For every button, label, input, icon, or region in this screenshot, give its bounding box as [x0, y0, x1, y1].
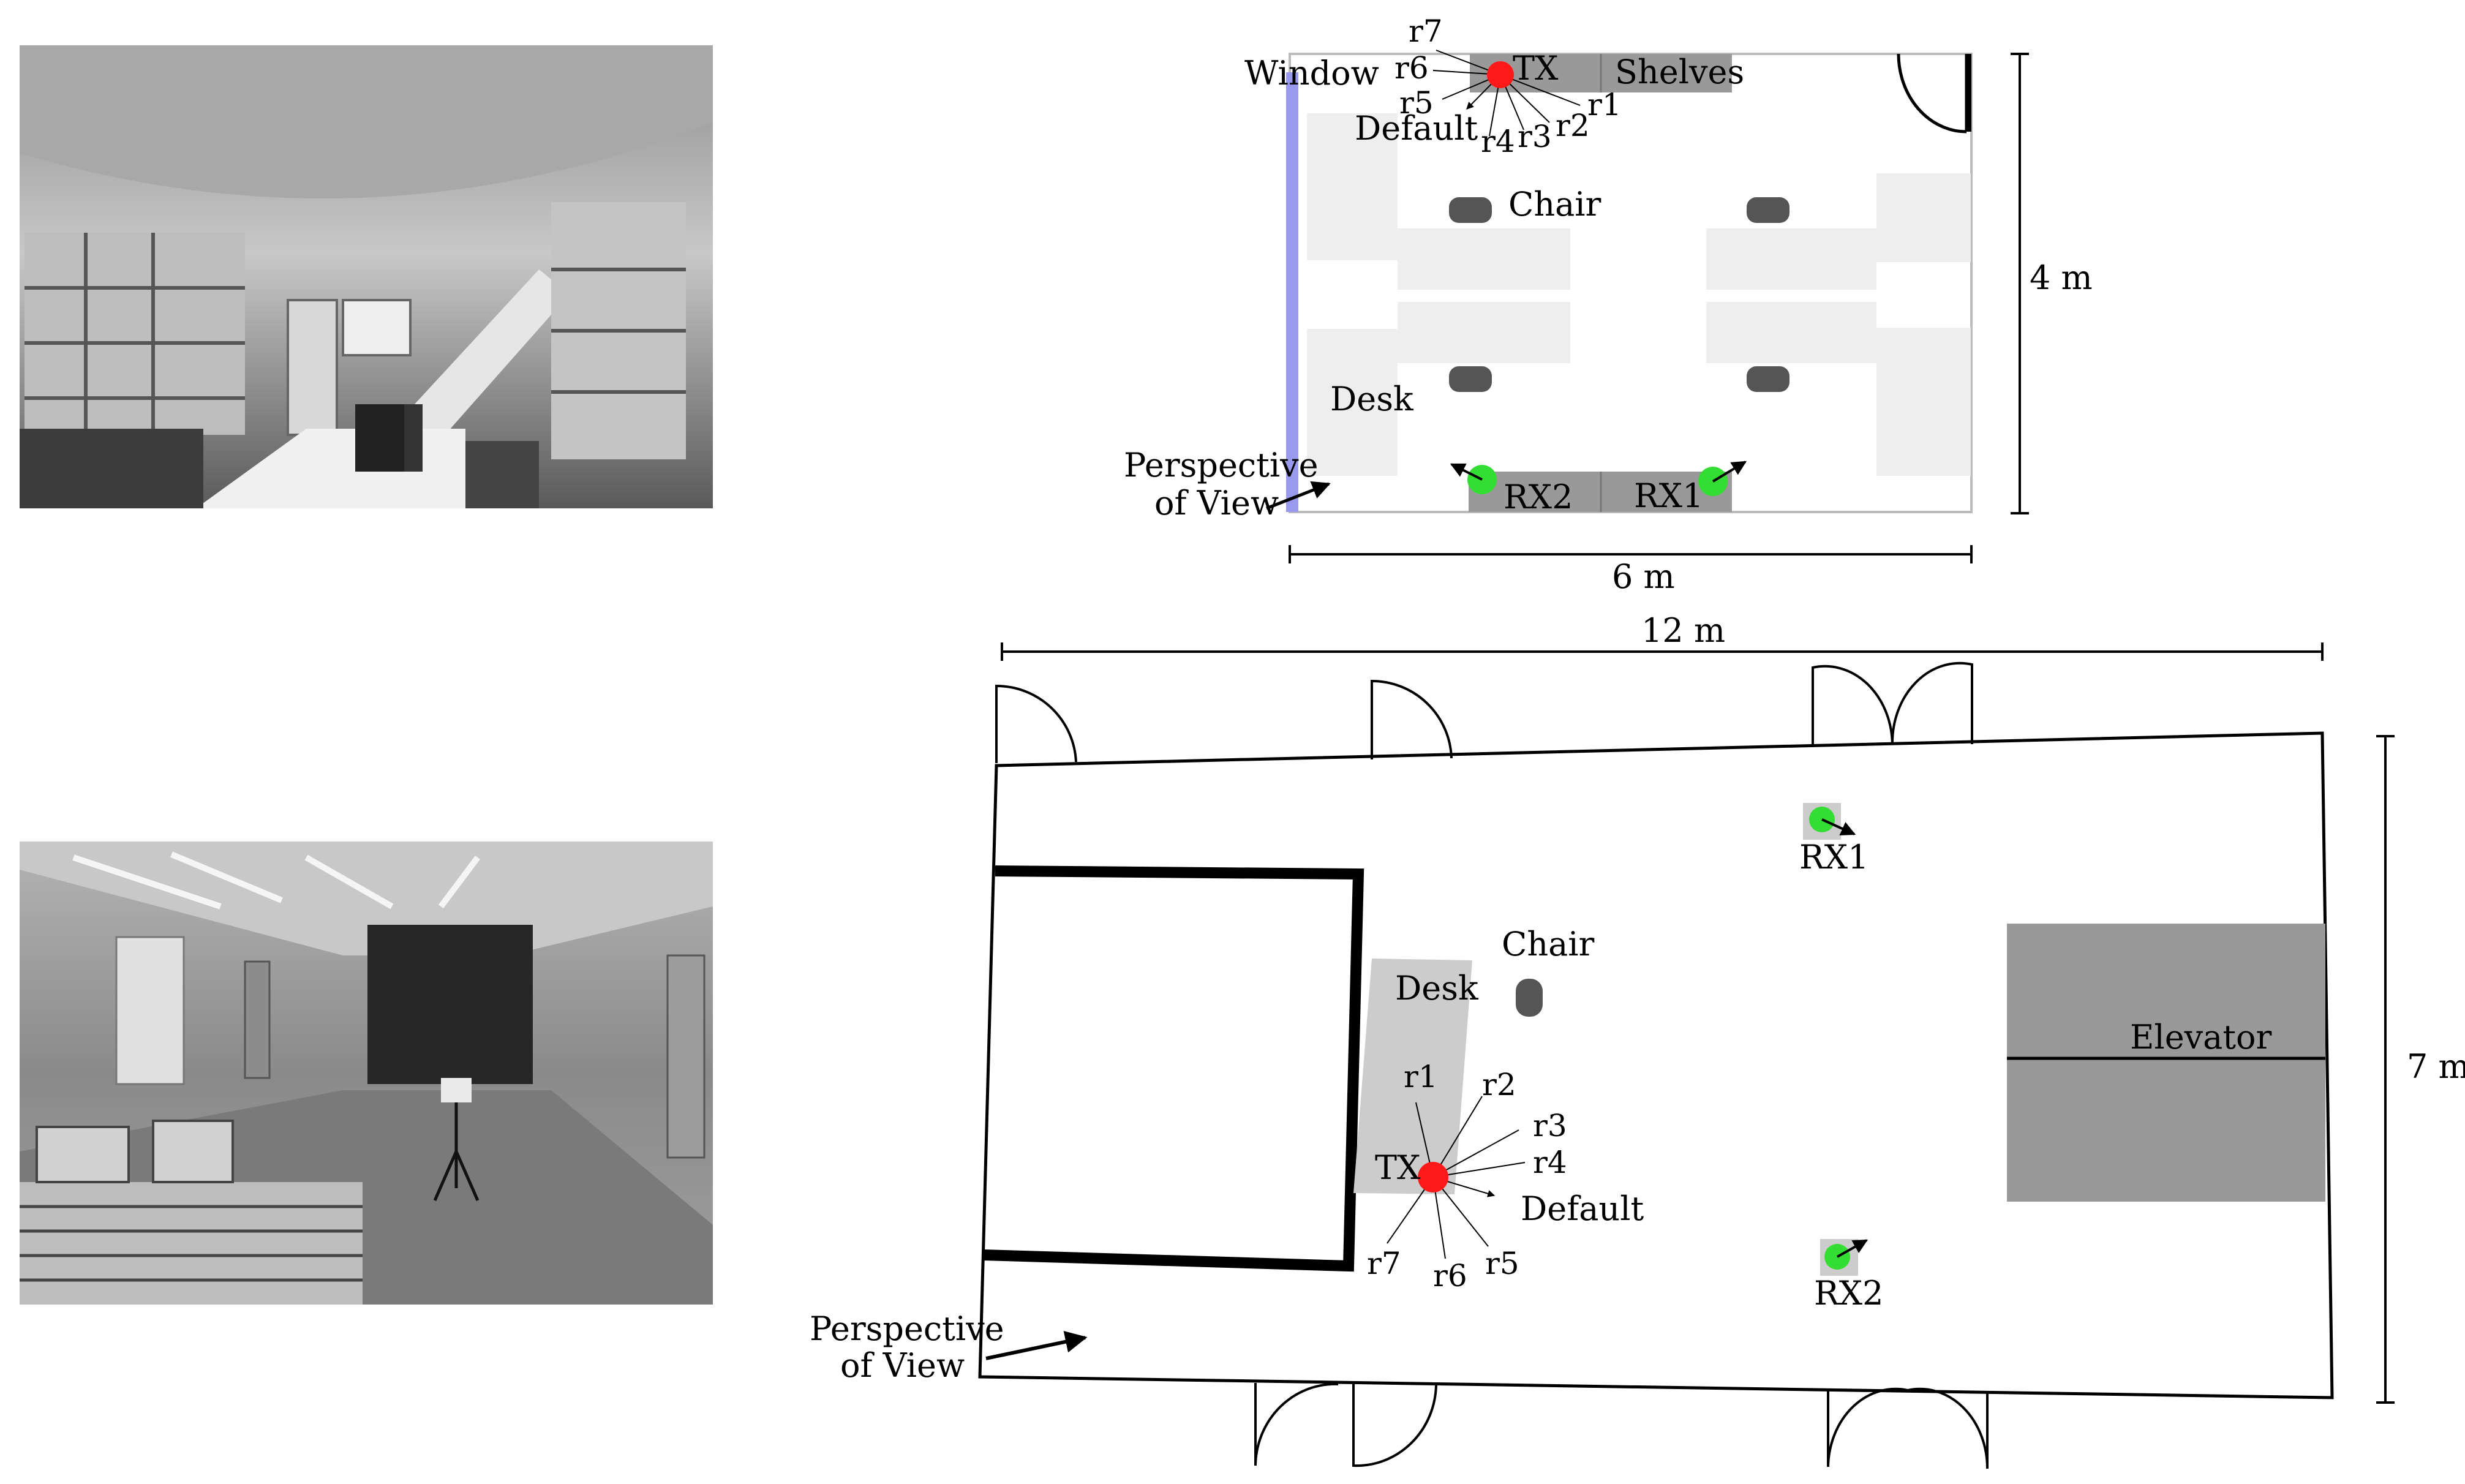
ray-r7-label: r7 [1409, 13, 1443, 49]
hallway-perspective-line2: of View [840, 1346, 965, 1385]
office-photo [20, 45, 713, 508]
ray-r3-label: r3 [1518, 119, 1552, 154]
hallway-default-label: Default [1521, 1189, 1644, 1228]
office-default-label: Default [1355, 109, 1478, 148]
office-tx-marker [1487, 61, 1514, 88]
office-chair-label: Chair [1508, 185, 1601, 224]
hallway-photo [20, 842, 713, 1305]
desks [1307, 113, 1971, 476]
hallway-ray-r1-label: r1 [1404, 1059, 1438, 1094]
hallway-ray-r3-label: r3 [1533, 1108, 1567, 1143]
hallway-desk-label: Desk [1395, 969, 1479, 1008]
office-perspective-line1: Perspective [1124, 446, 1319, 484]
hallway-rx2-label: RX2 [1814, 1274, 1883, 1313]
hallway-height-dimension [2376, 735, 2395, 1404]
window [1286, 72, 1298, 512]
office-rx2-label: RX2 [1503, 478, 1573, 516]
hallway-ray-r6-label: r6 [1433, 1258, 1467, 1294]
ray-r6-label: r6 [1394, 50, 1429, 86]
office-dimensions [1289, 53, 2029, 563]
hallway-width-label: 12 m [1641, 611, 1725, 650]
office-plan: Window TX Shelves r7 r6 r5 Default r4 r3… [1124, 13, 2093, 596]
hallway-ray-r7-label: r7 [1367, 1246, 1401, 1281]
office-height-label: 4 m [2030, 258, 2093, 297]
hallway-perspective-line1: Perspective [810, 1309, 1004, 1348]
hallway-ray-r5-label: r5 [1485, 1246, 1519, 1281]
hallway-outline [978, 731, 2334, 1399]
office-tx-label: TX [1513, 49, 1559, 88]
hallway-desk [1353, 959, 1472, 1194]
elevator [2007, 924, 2325, 1202]
hallway-ray-r4-label: r4 [1533, 1145, 1567, 1180]
shelves-label: Shelves [1615, 53, 1744, 91]
hallway-ray-r2-label: r2 [1482, 1067, 1516, 1102]
hallway-enclosure [982, 865, 1364, 1272]
hallway-chair [1516, 979, 1543, 1017]
office-rx1-label: RX1 [1634, 476, 1703, 515]
hallway-rx1-label: RX1 [1799, 838, 1869, 876]
hallway-plan: 12 m 7 m [810, 611, 2465, 1469]
hallway-doors-top [995, 661, 1973, 763]
elevator-label: Elevator [2130, 1018, 2272, 1057]
window-label: Window [1244, 54, 1379, 92]
hallway-width-dimension [1001, 642, 2324, 661]
ray-r2-label: r2 [1556, 108, 1590, 143]
hallway-chair-label: Chair [1502, 925, 1595, 963]
office-width-label: 6 m [1612, 557, 1675, 596]
office-perspective-line2: of View [1154, 484, 1279, 522]
ray-r5-label: r5 [1399, 85, 1434, 121]
hallway-tx-marker [1418, 1162, 1448, 1192]
office-chairs [1449, 197, 1789, 392]
hallway-height-label: 7 m [2407, 1047, 2465, 1086]
hallway-tx-label: TX [1375, 1148, 1421, 1187]
ray-r4-label: r4 [1481, 124, 1515, 159]
office-desk-label: Desk [1330, 380, 1414, 418]
hallway-doors-bottom [1254, 1382, 1989, 1469]
ray-r1-label: r1 [1587, 87, 1622, 122]
